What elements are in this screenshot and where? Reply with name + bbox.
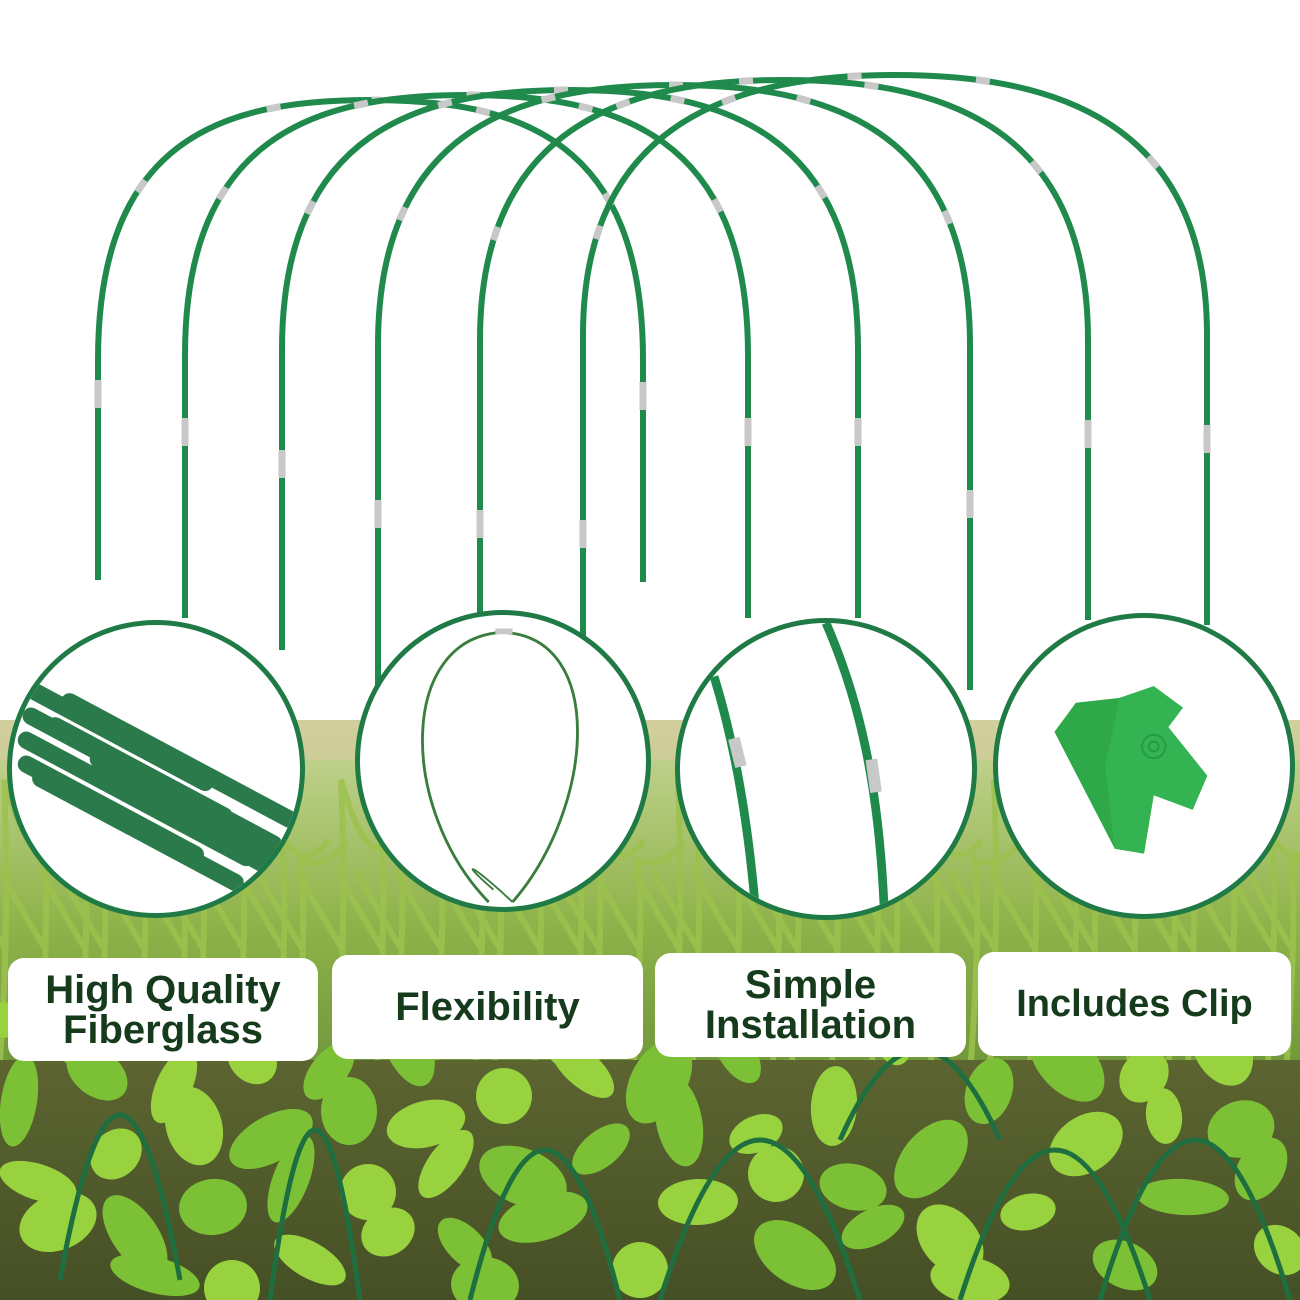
feature-label-clip: Includes Clip xyxy=(978,952,1291,1056)
garden-hoop xyxy=(467,1147,623,1300)
rod-connector xyxy=(396,205,409,222)
garden-hoop xyxy=(57,1112,183,1281)
rod-connector xyxy=(215,185,230,202)
beet-leaf xyxy=(819,1163,887,1211)
beet-leaf xyxy=(894,1119,968,1199)
beet-leaf xyxy=(964,1057,1014,1125)
rod-connector xyxy=(437,98,453,109)
rod-connector xyxy=(134,178,149,194)
beet-leaf xyxy=(90,1128,142,1180)
garden-hoop xyxy=(1097,1137,1293,1300)
clip-circle xyxy=(993,613,1295,919)
beet-leaf xyxy=(102,1195,168,1275)
beet-leaf xyxy=(1119,1049,1169,1103)
beet-leaf xyxy=(754,1220,836,1290)
beet-leaf xyxy=(612,1242,668,1298)
rod-connector xyxy=(711,197,724,214)
rod-connector xyxy=(863,81,879,91)
beet-leaf xyxy=(1000,1193,1056,1231)
beet-leaf xyxy=(625,1038,693,1124)
beet-leaf xyxy=(386,1099,466,1149)
beet-leaf xyxy=(572,1123,630,1175)
hoop-rod xyxy=(580,71,1210,720)
beet-leaf xyxy=(274,1234,346,1286)
beet-leaf xyxy=(340,1164,396,1220)
feature-label-flexibility: Flexibility xyxy=(332,955,643,1059)
beet-leaf xyxy=(0,1055,39,1147)
flexibility-circle xyxy=(355,610,651,912)
connected-rods-icon xyxy=(709,623,889,915)
hoop-rod xyxy=(182,91,751,618)
feature-label-line: High Quality xyxy=(45,967,281,1012)
feature-label-line: Flexibility xyxy=(395,985,580,1029)
hoop-arches xyxy=(94,71,1211,720)
feature-label-fiberglass: High Quality Fiberglass xyxy=(8,958,318,1061)
installation-circle xyxy=(675,618,977,920)
beet-leaf xyxy=(0,1160,77,1204)
feature-label-line: Fiberglass xyxy=(62,1007,264,1052)
garden-hoop xyxy=(657,1137,863,1300)
rod-connector xyxy=(720,94,737,106)
garden-hoop xyxy=(267,1127,363,1300)
hoop-rod xyxy=(95,96,646,582)
rod-connector xyxy=(592,224,604,241)
feature-label-line: Includes Clip xyxy=(1016,983,1253,1025)
beet-leaf xyxy=(475,1068,532,1124)
rod-connector xyxy=(1145,154,1161,170)
rod-connector xyxy=(1029,159,1044,175)
beet-leaf xyxy=(361,1207,415,1257)
rod-connector xyxy=(847,72,862,80)
beet-leaf xyxy=(841,1204,905,1250)
corn-stalk xyxy=(928,838,1024,1061)
bent-rod-icon xyxy=(421,628,579,904)
rod-connector xyxy=(615,98,631,110)
rod-connector xyxy=(975,76,991,86)
beet-leaf xyxy=(204,1260,260,1300)
fiberglass-stake xyxy=(60,693,298,828)
rod-connector xyxy=(266,103,282,113)
rod-connector xyxy=(577,102,594,113)
rod-connector xyxy=(490,225,502,242)
beet-leaf xyxy=(229,1108,313,1170)
rod-connector xyxy=(353,99,369,110)
beet-leaf xyxy=(1049,1111,1123,1177)
feature-label-installation: Simple Installation xyxy=(655,953,966,1057)
feature-label-line: Installation xyxy=(704,1003,917,1047)
hoop-rod xyxy=(477,76,1091,710)
beet-leaf xyxy=(479,1145,567,1209)
hoop-rod xyxy=(279,86,861,650)
beet-leaf xyxy=(320,1077,378,1145)
beet-leaf xyxy=(150,1048,198,1124)
beet-leaf xyxy=(418,1129,474,1199)
rod-connector xyxy=(475,106,491,117)
beet-leaf xyxy=(1137,1178,1229,1216)
beet-leaf xyxy=(916,1204,984,1276)
beet-leaf xyxy=(748,1146,804,1202)
hoop-rod xyxy=(375,81,973,700)
rod-connector xyxy=(738,77,754,85)
rod-connector xyxy=(303,199,317,216)
beet-leaf xyxy=(179,1178,247,1236)
fiberglass-stakes-icon xyxy=(17,683,300,894)
rod-connector xyxy=(670,94,686,105)
beet-leaf xyxy=(1207,1100,1275,1158)
rod-connector xyxy=(540,93,557,104)
beet-leaf xyxy=(1145,1088,1183,1144)
rod-connector xyxy=(814,184,828,200)
fiberglass-circle xyxy=(7,620,305,918)
green-clip-icon xyxy=(1054,686,1208,854)
fiberglass-stake xyxy=(166,808,300,894)
feature-label-line: Simple xyxy=(744,963,877,1007)
fiberglass-stake xyxy=(32,769,244,892)
rod-connector xyxy=(941,209,954,226)
rod-connector xyxy=(795,94,812,105)
